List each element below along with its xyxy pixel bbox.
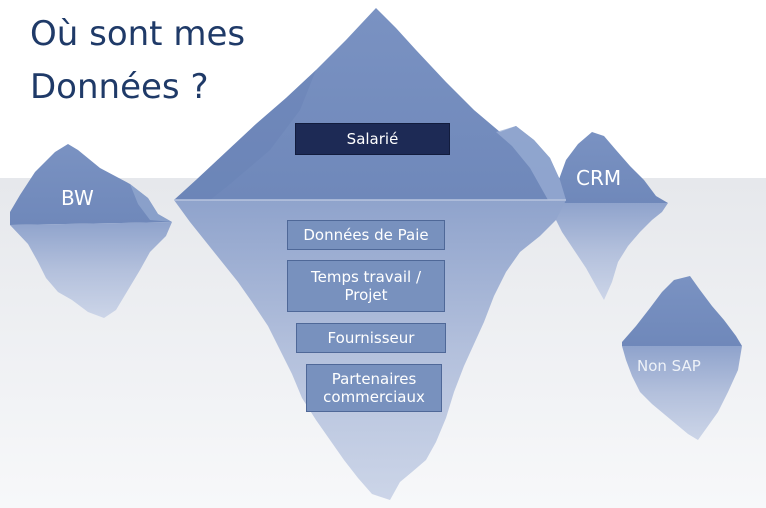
iceberg-main-above xyxy=(174,8,566,200)
iceberg-bw-highlight xyxy=(130,184,172,222)
iceberg-main-facet-left xyxy=(174,70,316,200)
iceberg-crm xyxy=(552,132,668,300)
iceberg-non-sap-above xyxy=(622,276,742,346)
iceberg-main-facet-right xyxy=(496,126,566,200)
iceberg-bw-above xyxy=(10,144,172,225)
label-bw: BW xyxy=(61,186,94,210)
iceberg-crm-above xyxy=(552,132,668,203)
item-partenaires-commerciaux: Partenaires commerciaux xyxy=(306,364,442,412)
page-title-line-1: Où sont mes xyxy=(30,14,246,54)
iceberg-non-sap-below xyxy=(622,346,742,440)
iceberg-crm-below xyxy=(552,203,668,300)
label-crm: CRM xyxy=(576,166,622,190)
iceberg-non-sap xyxy=(622,276,742,440)
iceberg-bw xyxy=(10,144,172,318)
iceberg-bw-below xyxy=(10,222,172,318)
page-title-line-2: Données ? xyxy=(30,67,209,107)
label-non-sap: Non SAP xyxy=(637,357,701,375)
label-salarie: Salarié xyxy=(295,123,450,155)
item-donnees-de-paie: Données de Paie xyxy=(287,220,445,250)
item-temps-travail-projet: Temps travail / Projet xyxy=(287,260,445,312)
item-fournisseur: Fournisseur xyxy=(296,323,446,353)
